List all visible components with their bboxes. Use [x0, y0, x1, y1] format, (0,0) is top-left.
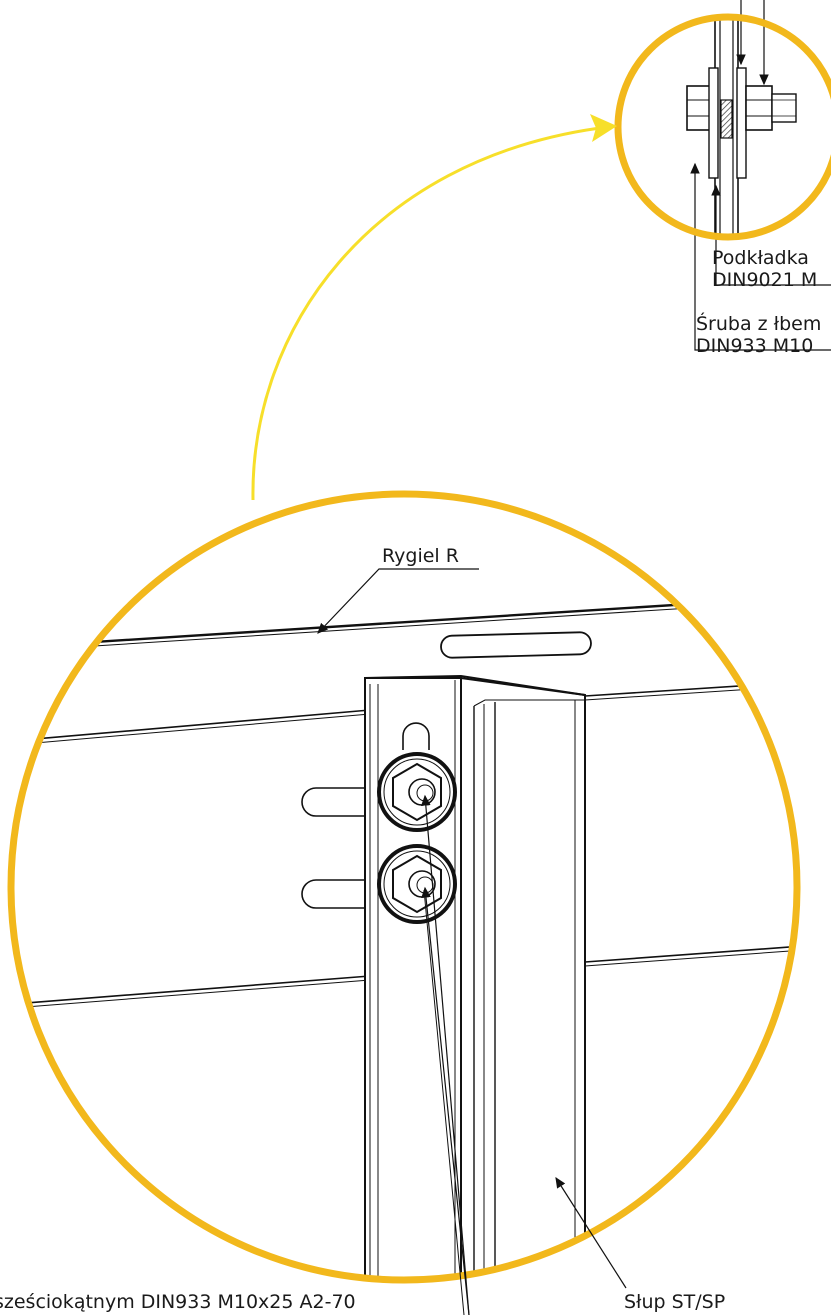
curved-arrow-icon: [251, 114, 617, 501]
bolt-label: sześciokątnym DIN933 M10x25 A2-70: [0, 1291, 356, 1313]
washer-label-line1: Podkładka: [712, 247, 809, 269]
hex-bolt-icon: [377, 752, 457, 832]
detail-circle: [614, 13, 831, 241]
rygiel-label: Rygiel R: [382, 545, 459, 567]
hex-bolt-icon: [377, 844, 457, 924]
screw-label-line2: DIN933 M10: [696, 335, 813, 357]
main-circle: [7, 490, 801, 1284]
slup-label: Słup ST/SP: [624, 1291, 725, 1313]
washer-label-line2: DIN9021 M: [712, 269, 817, 291]
screw-label-line1: Śruba z łbem: [696, 311, 821, 335]
main-view: [11, 593, 797, 1280]
detail-view: [686, 17, 797, 237]
